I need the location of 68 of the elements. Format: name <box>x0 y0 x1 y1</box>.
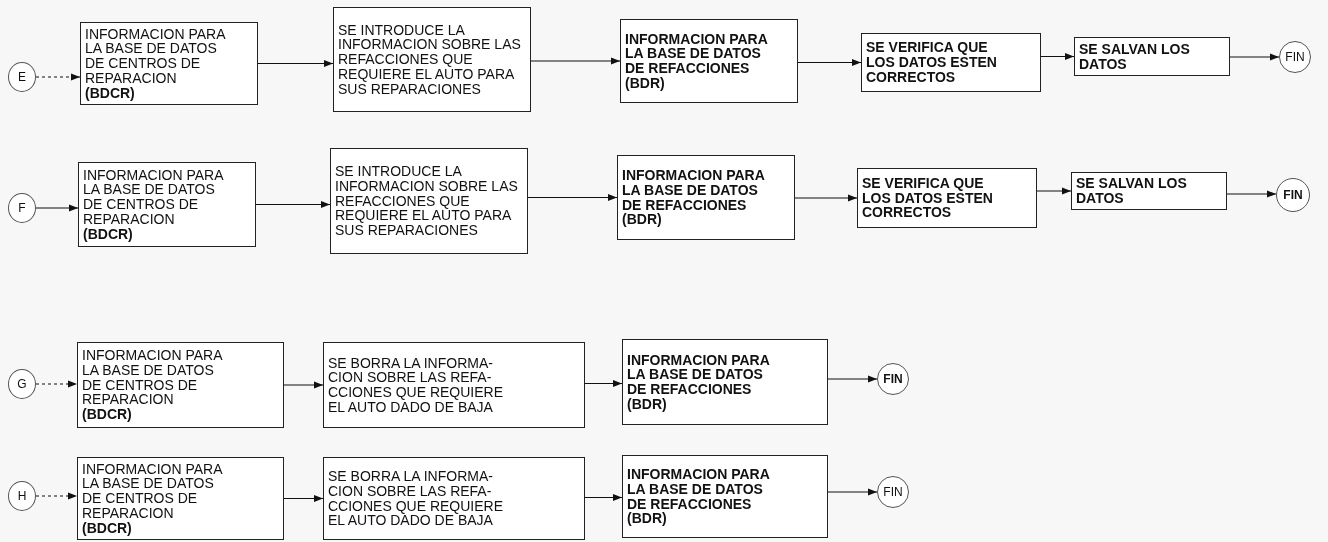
connector-label: FIN <box>1283 188 1303 202</box>
process-box <box>80 22 258 105</box>
process-box <box>77 342 284 428</box>
connector-label: FIN <box>883 485 903 499</box>
process-box <box>323 342 585 428</box>
process-box <box>330 148 528 254</box>
step-text: INFORMACION PARA LA BASE DE DATOS DE REFACCIONES (BDR) <box>625 31 769 91</box>
process-box <box>333 7 531 112</box>
connector-circle <box>8 62 36 92</box>
arrow <box>1226 190 1277 198</box>
process-box <box>323 457 585 540</box>
step-text: INFORMACION PARA LA BASE DE DATOS DE CENTROS DE REPARACION (BDCR) <box>82 348 222 422</box>
step-text: SE SALVAN LOS DATOS <box>1079 41 1191 72</box>
step-text: INFORMACION PARA LA BASE DE DATOS DE REFACCIONES (BDR) <box>627 352 771 412</box>
step-text: SE VERIFICA QUE LOS DATOS ESTEN CORRECTOS <box>866 40 998 85</box>
process-box <box>617 155 795 240</box>
arrow <box>1040 52 1075 61</box>
process-box <box>620 19 798 103</box>
process-box <box>1074 37 1230 76</box>
arrow <box>35 204 79 212</box>
connector-label: F <box>18 201 26 215</box>
connector-label: E <box>18 70 26 84</box>
process-box <box>1071 172 1227 210</box>
step-text: SE SALVAN LOS DATOS <box>1076 176 1188 206</box>
arrow <box>35 380 78 388</box>
arrow <box>255 200 331 209</box>
arrow <box>827 488 878 496</box>
connector-circle <box>1279 41 1311 73</box>
process-box <box>857 168 1037 228</box>
arrow <box>35 73 81 81</box>
connector-circle <box>877 476 909 508</box>
connector-circle <box>877 363 909 395</box>
connector-label: G <box>17 377 27 391</box>
process-box <box>622 339 828 425</box>
connector-label: FIN <box>883 372 903 386</box>
arrow <box>283 381 324 389</box>
arrow <box>827 375 878 383</box>
arrow <box>527 193 618 202</box>
process-box <box>78 162 256 247</box>
connector-circle <box>1276 178 1310 212</box>
step-text: SE INTRODUCE LA INFORMACION SOBRE LAS REFACCIONES QUE REQUIERE EL AUTO PARA SUS REPARACIONES <box>335 164 519 238</box>
connector-circle <box>8 193 36 223</box>
process-box <box>77 457 284 540</box>
connector-label: FIN <box>1285 50 1305 64</box>
step-text: SE BORRA LA INFORMA- CION SOBRE LAS REFA- CCIONES QUE REQUIERE EL AUTO DADO DE BAJA <box>328 355 505 415</box>
step-text: INFORMACION PARA LA BASE DE DATOS DE CENTROS DE REPARACION (BDCR) <box>83 167 223 242</box>
step-text: SE BORRA LA INFORMA- CION SOBRE LAS REFA- CCIONES QUE REQUIERE EL AUTO DADO DE BAJA <box>328 469 505 528</box>
step-text: SE INTRODUCE LA INFORMACION SOBRE LAS REFACCIONES QUE REQUIERE EL AUTO PARA SUS REPARACIONES <box>338 22 522 97</box>
arrow <box>584 379 623 388</box>
process-box <box>861 33 1041 92</box>
arrow <box>283 494 324 503</box>
step-text: INFORMACION PARA LA BASE DE DATOS DE REFACCIONES (BDR) <box>627 467 771 526</box>
arrow <box>1036 187 1072 195</box>
arrow <box>530 57 621 65</box>
step-text: INFORMACION PARA LA BASE DE DATOS DE CENTROS DE REPARACION (BDCR) <box>82 461 222 536</box>
arrow <box>584 493 623 502</box>
step-text: INFORMACION PARA LA BASE DE DATOS DE REFACCIONES (BDR) <box>622 168 766 227</box>
step-text: SE VERIFICA QUE LOS DATOS ESTEN CORRECTOS <box>862 175 994 221</box>
arrow <box>35 492 78 500</box>
step-text: INFORMACION PARA LA BASE DE DATOS DE CENTROS DE REPARACION (BDCR) <box>85 26 225 101</box>
arrow <box>1229 53 1280 61</box>
arrow <box>257 59 334 68</box>
connector-circle <box>8 481 36 511</box>
connector-label: H <box>17 489 27 503</box>
connector-circle <box>8 369 36 399</box>
arrow <box>797 58 862 67</box>
arrow <box>794 194 858 202</box>
process-box <box>622 455 828 538</box>
